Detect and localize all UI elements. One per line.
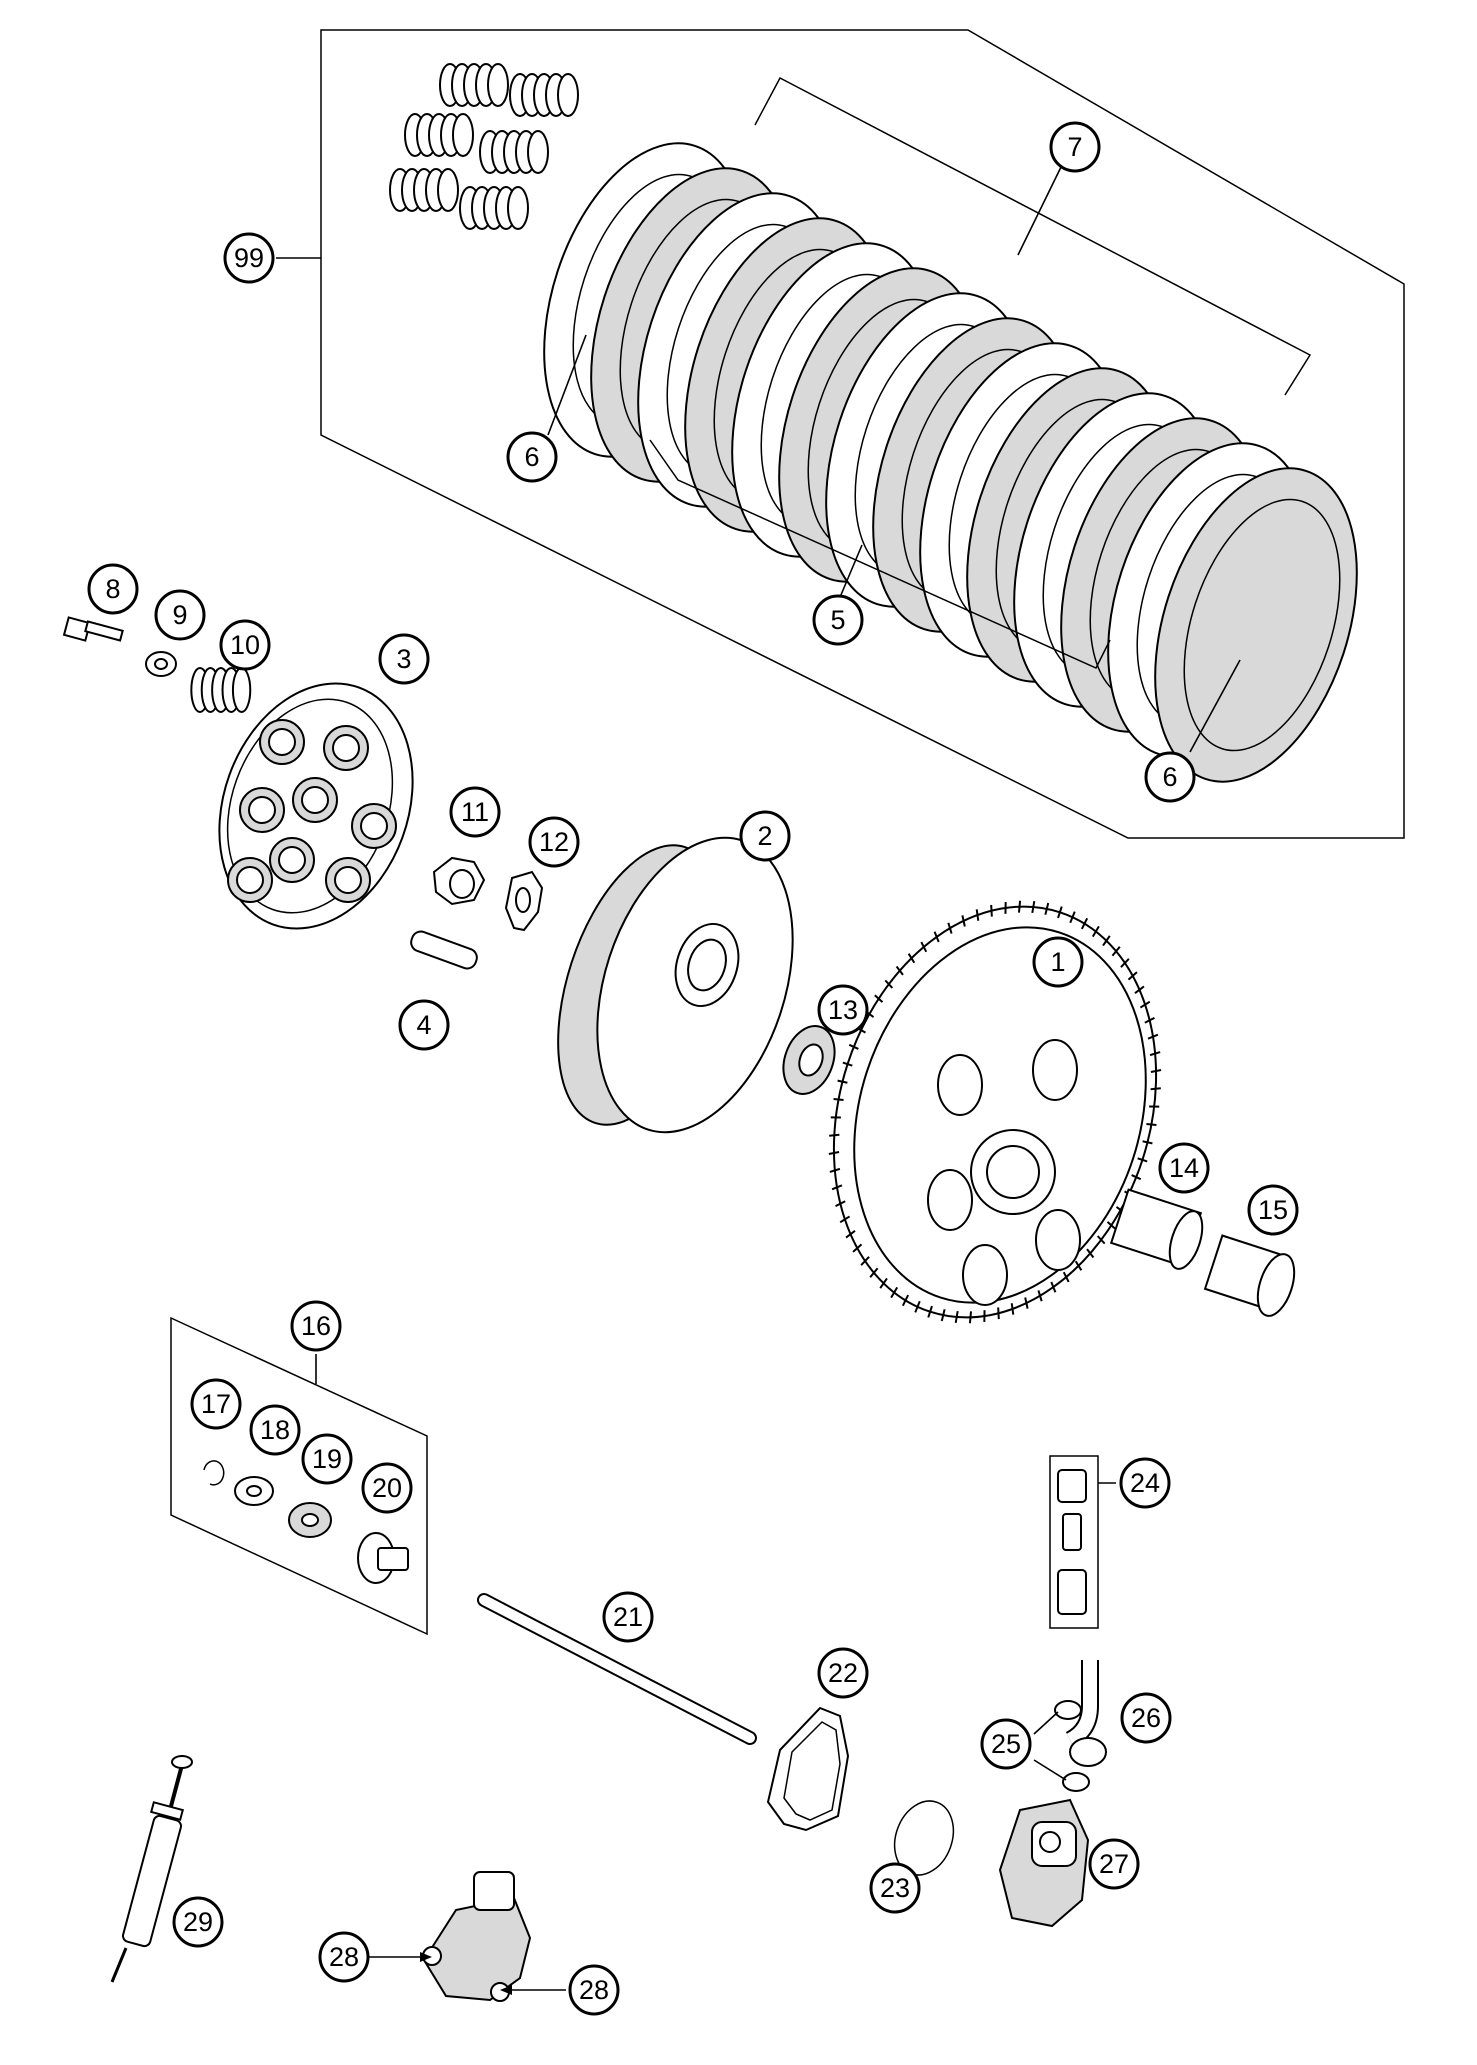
callout-number: 24 xyxy=(1130,1468,1160,1498)
grease-syringe-29 xyxy=(112,1756,192,1982)
callout-29: 29 xyxy=(174,1898,222,1946)
circlip-17 xyxy=(204,1461,224,1485)
callout-number: 28 xyxy=(329,1942,359,1972)
coil-spring xyxy=(440,64,508,106)
callout-22: 22 xyxy=(819,1649,867,1697)
pin-4 xyxy=(409,929,480,971)
callout-11: 11 xyxy=(451,788,499,836)
kit-springs xyxy=(390,64,578,229)
callout-1: 1 xyxy=(1034,938,1082,986)
callout-number: 26 xyxy=(1131,1703,1161,1733)
callout-number: 11 xyxy=(461,797,489,827)
callout-number: 3 xyxy=(396,644,411,674)
gasket-22 xyxy=(768,1708,848,1830)
callout-13: 13 xyxy=(819,986,867,1034)
callout-99: 99 xyxy=(225,234,273,282)
callout-20: 20 xyxy=(363,1464,411,1512)
callout-number: 25 xyxy=(991,1729,1021,1759)
callout-21: 21 xyxy=(604,1593,652,1641)
coil-spring xyxy=(405,114,473,156)
bolt-8 xyxy=(64,617,123,640)
nut-11 xyxy=(434,858,484,904)
callout-number: 9 xyxy=(172,600,187,630)
callout-27: 27 xyxy=(1090,1840,1138,1888)
pushrod-piece-20 xyxy=(358,1533,408,1583)
callout-28: 28 xyxy=(570,1966,618,2014)
callout-5: 5 xyxy=(814,596,862,644)
bleed-fitting-kit-24 xyxy=(1050,1456,1116,1628)
callout-number: 21 xyxy=(613,1602,643,1632)
slave-cylinder-27 xyxy=(1000,1800,1088,1926)
callout-19: 19 xyxy=(303,1435,351,1483)
callout-12: 12 xyxy=(530,818,578,866)
callout-number: 19 xyxy=(312,1444,342,1474)
callout-15: 15 xyxy=(1249,1186,1297,1234)
callout-23: 23 xyxy=(871,1864,919,1912)
callout-number: 18 xyxy=(260,1415,290,1445)
leader-25a xyxy=(1034,1712,1058,1734)
lock-washer-12 xyxy=(506,872,542,930)
callout-number: 7 xyxy=(1067,132,1082,162)
coil-spring xyxy=(460,187,528,229)
washer-18 xyxy=(235,1477,273,1505)
callout-18: 18 xyxy=(251,1406,299,1454)
callout-number: 14 xyxy=(1169,1153,1199,1183)
callout-number: 8 xyxy=(105,574,120,604)
callout-number: 15 xyxy=(1258,1195,1288,1225)
inner-hub-2 xyxy=(527,813,828,1158)
slave-cylinder-28 xyxy=(423,1872,530,2001)
callout-7: 7 xyxy=(1051,123,1099,171)
washer-19 xyxy=(289,1503,331,1537)
callout-17: 17 xyxy=(192,1380,240,1428)
callout-6: 6 xyxy=(508,433,556,481)
callout-number: 4 xyxy=(416,1010,431,1040)
callout-number: 22 xyxy=(828,1658,858,1688)
bushing-14 xyxy=(1111,1190,1208,1273)
coil-spring xyxy=(510,74,578,116)
sleeve-15 xyxy=(1205,1236,1301,1321)
callout-number: 20 xyxy=(372,1473,402,1503)
callout-number: 10 xyxy=(230,630,260,660)
callout-number: 13 xyxy=(828,995,858,1025)
callout-8: 8 xyxy=(89,565,137,613)
callout-4: 4 xyxy=(400,1001,448,1049)
coil-spring xyxy=(390,169,458,211)
coil-spring xyxy=(191,668,250,712)
callout-3: 3 xyxy=(380,635,428,683)
callout-number: 2 xyxy=(757,821,772,851)
callout-number: 6 xyxy=(1162,762,1177,792)
callout-number: 17 xyxy=(201,1389,231,1419)
callout-number: 28 xyxy=(579,1975,609,2005)
callout-14: 14 xyxy=(1160,1144,1208,1192)
spring-10 xyxy=(191,668,250,712)
callout-number: 29 xyxy=(183,1907,213,1937)
callout-28: 28 xyxy=(320,1933,368,1981)
leader-25b xyxy=(1034,1760,1066,1780)
clutch-plate-stack xyxy=(507,117,1393,807)
callout-number: 23 xyxy=(880,1873,910,1903)
callout-number: 1 xyxy=(1050,947,1065,977)
outer-basket-1 xyxy=(783,864,1208,1359)
callout-number: 99 xyxy=(234,243,264,273)
callout-6: 6 xyxy=(1146,753,1194,801)
banjo-fitting-26 xyxy=(1055,1660,1106,1791)
callout-number: 12 xyxy=(539,827,569,857)
callout-24: 24 xyxy=(1121,1459,1169,1507)
callout-number: 16 xyxy=(301,1311,331,1341)
callout-16: 16 xyxy=(292,1302,340,1350)
callout-10: 10 xyxy=(221,621,269,669)
coil-spring xyxy=(480,131,548,173)
callout-25: 25 xyxy=(982,1720,1030,1768)
callout-number: 27 xyxy=(1099,1849,1129,1879)
callout-2: 2 xyxy=(741,812,789,860)
callout-9: 9 xyxy=(156,591,204,639)
callout-number: 5 xyxy=(830,605,845,635)
callout-26: 26 xyxy=(1122,1694,1170,1742)
washer-9 xyxy=(146,652,176,676)
callout-number: 6 xyxy=(524,442,539,472)
